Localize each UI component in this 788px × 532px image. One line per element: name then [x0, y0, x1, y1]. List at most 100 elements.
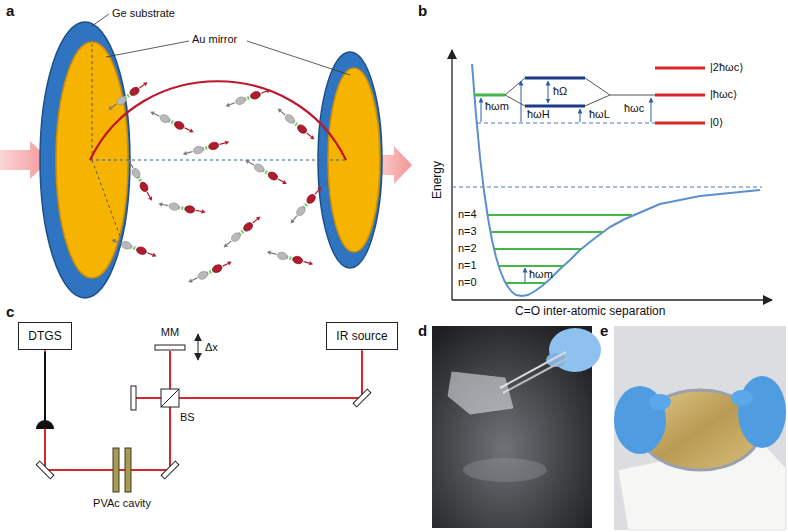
- molecule: [187, 259, 234, 286]
- label-text: c: [6, 303, 14, 321]
- label-text: ħωc: [624, 102, 644, 115]
- coupling-line: [505, 78, 525, 95]
- label-text: C=O inter-atomic separation: [515, 304, 665, 318]
- film-bag: [448, 372, 513, 414]
- label-text: n=4: [458, 208, 477, 221]
- label-text: ħωL: [589, 108, 610, 121]
- guide-line: [92, 160, 120, 236]
- glove: [649, 394, 671, 410]
- panel-letter: d: [418, 322, 427, 340]
- beam-splitter: [161, 389, 179, 407]
- axis-label: Energy: [430, 161, 444, 199]
- glove: [731, 390, 753, 406]
- panel-letter: c: [6, 303, 14, 321]
- molecule: [224, 86, 272, 109]
- dissociation-line: [452, 187, 762, 188]
- source-box: IR source: [326, 322, 397, 350]
- label-text: ħωm: [485, 100, 509, 113]
- molecule: [275, 106, 316, 142]
- label-text: Energy: [430, 161, 444, 199]
- label-text: MM: [161, 326, 179, 339]
- label-text: n=0: [458, 276, 477, 289]
- label-text: n=2: [458, 242, 477, 255]
- light-beam: [45, 350, 362, 470]
- cavity-plate: [113, 448, 119, 492]
- level-label: n=3: [458, 225, 477, 238]
- label-text: Ge substrate: [112, 7, 175, 20]
- detector-symbol: [36, 420, 54, 429]
- polariton-level: [525, 105, 585, 108]
- reflection: [463, 458, 547, 482]
- tweezers: [503, 358, 568, 393]
- level-label: n=2: [458, 242, 477, 255]
- molecule: [110, 236, 158, 259]
- label-text: ħωH: [527, 108, 550, 121]
- polariton-level: [525, 77, 585, 80]
- moving-mirror: [155, 345, 185, 350]
- coupling-line: [610, 95, 655, 96]
- vibrational-level: [494, 248, 581, 250]
- photon-level: [655, 94, 705, 97]
- fixed-mirror: [131, 386, 136, 410]
- label-text: a: [6, 2, 14, 20]
- leader-line: [247, 41, 350, 75]
- label-text: Δx: [205, 341, 218, 354]
- label-text: b: [418, 2, 427, 20]
- box-text: DTGS: [28, 329, 61, 343]
- transition-arrow: [521, 81, 522, 122]
- part-label: PVAc cavity: [93, 497, 151, 510]
- displacement-arrow: [198, 334, 199, 360]
- label-text: Au mirror: [192, 33, 237, 46]
- state-label: |2ħωc⟩: [710, 61, 743, 74]
- detector-lead: [44, 352, 46, 421]
- axis: [451, 50, 452, 300]
- mirror: [36, 461, 54, 479]
- au-mirror: [328, 68, 380, 252]
- mirror: [161, 461, 179, 479]
- molecule: [106, 79, 149, 112]
- detector-box: DTGS: [18, 322, 71, 350]
- molecular-level: [474, 94, 505, 97]
- box-text: IR source: [336, 329, 387, 343]
- label-text: n=1: [458, 259, 477, 272]
- vibrational-level: [499, 265, 564, 267]
- molecule: [158, 200, 207, 215]
- photo-background: [614, 326, 786, 530]
- vibrational-level: [506, 282, 546, 284]
- label-text: n=3: [458, 225, 477, 238]
- molecule: [149, 109, 196, 136]
- state-label: |0⟩: [710, 116, 723, 129]
- mirror: [353, 389, 371, 407]
- splitting-arrow: [548, 81, 549, 103]
- label-text: PVAc cavity: [93, 497, 151, 510]
- ftir-setup: [36, 334, 371, 492]
- energy-label: ħωc: [624, 102, 644, 115]
- state-label: |ħωc⟩: [710, 88, 737, 101]
- photon-level: [655, 67, 705, 70]
- beam-splitter: [161, 389, 179, 407]
- molecule: [266, 248, 314, 267]
- panel-letter: a: [6, 2, 14, 20]
- photon-level: [655, 122, 705, 125]
- energy-diagram: [452, 50, 772, 300]
- level-label: n=4: [458, 208, 477, 221]
- energy-label: ħωm: [485, 100, 509, 113]
- label-text: BS: [180, 411, 195, 424]
- label-text: d: [418, 322, 427, 340]
- tweezers: [500, 352, 566, 388]
- dimension-label: Δx: [205, 341, 218, 354]
- molecule: [182, 138, 230, 157]
- panel-letter: e: [600, 322, 608, 340]
- leader-line: [92, 14, 109, 26]
- vibrational-level: [488, 214, 633, 216]
- label-text: ħωm: [529, 268, 553, 281]
- transition-arrow: [580, 109, 581, 122]
- level-label: n=1: [458, 259, 477, 272]
- label-text: ħΩ: [553, 85, 567, 98]
- molecule: [243, 157, 288, 187]
- coupling-line: [585, 78, 610, 95]
- molecule: [125, 157, 155, 202]
- energy-label: ħωL: [589, 108, 610, 121]
